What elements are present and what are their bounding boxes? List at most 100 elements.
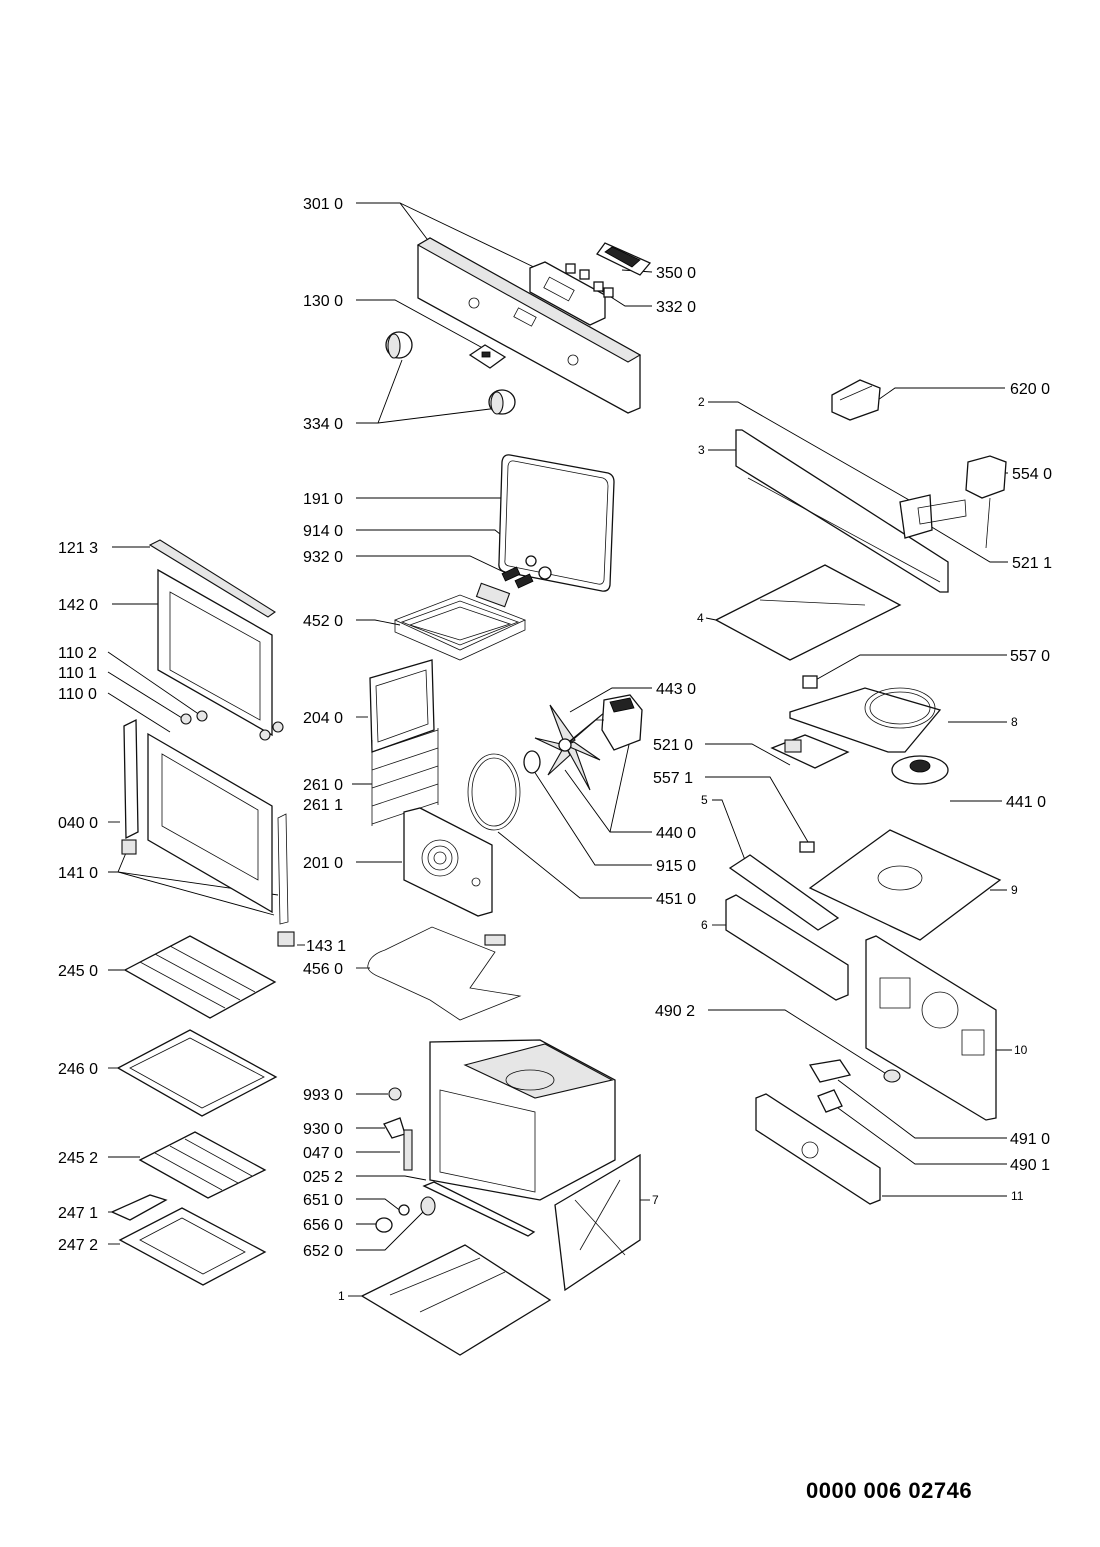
- knob-spindle-icon: [375, 1196, 436, 1233]
- label-4510: 451 0: [656, 891, 696, 908]
- heating-element-icon: [393, 582, 527, 661]
- label-3340: 334 0: [303, 416, 343, 433]
- label-6560: 656 0: [303, 1217, 343, 1234]
- lamp-holder-icon: [383, 1087, 413, 1171]
- fan-housing-icon: [789, 687, 942, 753]
- label-3: 3: [698, 443, 705, 457]
- label-9320: 932 0: [303, 549, 343, 566]
- label-0470: 047 0: [303, 1145, 343, 1162]
- door-switch-icon: [799, 841, 815, 853]
- label-2610: 261 0: [303, 777, 343, 794]
- label-1: 1: [338, 1289, 345, 1303]
- outer-door-glass-icon: [157, 568, 273, 737]
- label-3010: 301 0: [303, 196, 343, 213]
- wire-shelf-icon: [123, 935, 277, 1019]
- insulation-plate-icon: [714, 564, 902, 661]
- fan-blade-icon: [523, 704, 606, 791]
- label-8: 8: [1011, 715, 1018, 729]
- label-1410: 141 0: [58, 865, 98, 882]
- label-1102: 110 2: [58, 645, 97, 662]
- part-labels: 301 0 350 0 332 0 130 0 334 0 620 0 2 3 …: [58, 196, 1052, 1303]
- label-1910: 191 0: [303, 491, 343, 508]
- label-2471: 247 1: [58, 1205, 98, 1222]
- label-3500: 350 0: [656, 265, 696, 282]
- label-2611: 261 1: [303, 797, 343, 814]
- fan-ring-icon: [467, 753, 521, 831]
- label-1101: 110 1: [58, 665, 97, 682]
- display-module-icon: [596, 242, 652, 276]
- baking-tray-icon: [116, 1029, 278, 1117]
- label-2460: 246 0: [58, 1061, 98, 1078]
- label-4: 4: [697, 611, 704, 625]
- label-9930: 993 0: [303, 1087, 343, 1104]
- rear-cover-icon: [865, 935, 997, 1121]
- label-1213: 121 3: [58, 540, 98, 557]
- door-hinge-icon: [123, 710, 284, 840]
- label-1100: 110 0: [58, 686, 97, 703]
- tray-handle-icon: [110, 1194, 168, 1221]
- label-6200: 620 0: [1010, 381, 1050, 398]
- drip-tray-icon: [118, 1207, 267, 1286]
- label-2010: 201 0: [303, 855, 343, 872]
- label-5571: 557 1: [653, 770, 693, 787]
- label-9: 9: [1011, 883, 1018, 897]
- label-5: 5: [701, 793, 708, 807]
- knob-icon: [385, 331, 516, 415]
- label-11: 11: [1011, 1189, 1024, 1203]
- label-5570: 557 0: [1010, 648, 1050, 665]
- label-5540: 554 0: [1012, 466, 1052, 483]
- label-6: 6: [701, 918, 708, 932]
- fan-cover-icon: [403, 807, 493, 917]
- rear-frame-icon: [735, 429, 949, 593]
- label-4520: 452 0: [303, 613, 343, 630]
- fan-motor-icon: [596, 694, 643, 751]
- terminal-block-icon: [831, 379, 881, 421]
- side-rail-icon: [369, 659, 435, 753]
- bracket-icon: [468, 344, 507, 369]
- control-panel-icon: [416, 237, 642, 414]
- inner-door-icon: [147, 732, 289, 925]
- side-frame-icon: [554, 1153, 641, 1292]
- cooling-fan-icon: [891, 755, 949, 785]
- label-4410: 441 0: [1006, 794, 1046, 811]
- label-0400: 040 0: [58, 815, 98, 832]
- shelf-runner-icon: [371, 728, 439, 826]
- air-duct-icon: [728, 854, 840, 931]
- label-2: 2: [698, 395, 705, 409]
- label-5210: 521 0: [653, 737, 693, 754]
- label-9300: 930 0: [303, 1121, 343, 1138]
- label-1420: 142 0: [58, 597, 98, 614]
- hinge-block-icon: [121, 839, 295, 947]
- circular-element-icon: [367, 926, 522, 1021]
- switch-icon: [899, 494, 967, 539]
- relay-icon: [770, 734, 850, 769]
- label-4902: 490 2: [655, 1003, 695, 1020]
- label-2450: 245 0: [58, 963, 98, 980]
- label-10: 10: [1014, 1043, 1028, 1057]
- label-6520: 652 0: [303, 1243, 343, 1260]
- label-4400: 440 0: [656, 825, 696, 842]
- label-2472: 247 2: [58, 1237, 98, 1254]
- grill-rack-icon: [138, 1131, 267, 1199]
- label-2452: 245 2: [58, 1150, 98, 1167]
- label-7: 7: [652, 1193, 659, 1207]
- button-caps-icon: [565, 263, 614, 298]
- label-0252: 025 2: [303, 1169, 343, 1186]
- microswitch-icon: [802, 675, 818, 689]
- label-1300: 130 0: [303, 293, 343, 310]
- label-6510: 651 0: [303, 1192, 343, 1209]
- label-4560: 456 0: [303, 961, 343, 978]
- label-5211: 521 1: [1012, 555, 1052, 572]
- label-9140: 914 0: [303, 523, 343, 540]
- label-3320: 332 0: [656, 299, 696, 316]
- label-9150: 915 0: [656, 858, 696, 875]
- label-4430: 443 0: [656, 681, 696, 698]
- oven-cavity-icon: [422, 1039, 616, 1237]
- label-4910: 491 0: [1010, 1131, 1050, 1148]
- top-cover-icon: [808, 829, 1002, 941]
- label-1431: 143 1: [306, 938, 346, 955]
- door-frame-top-icon: [148, 539, 276, 618]
- lamp-cover-icon: [501, 555, 552, 589]
- label-2040: 204 0: [303, 710, 343, 727]
